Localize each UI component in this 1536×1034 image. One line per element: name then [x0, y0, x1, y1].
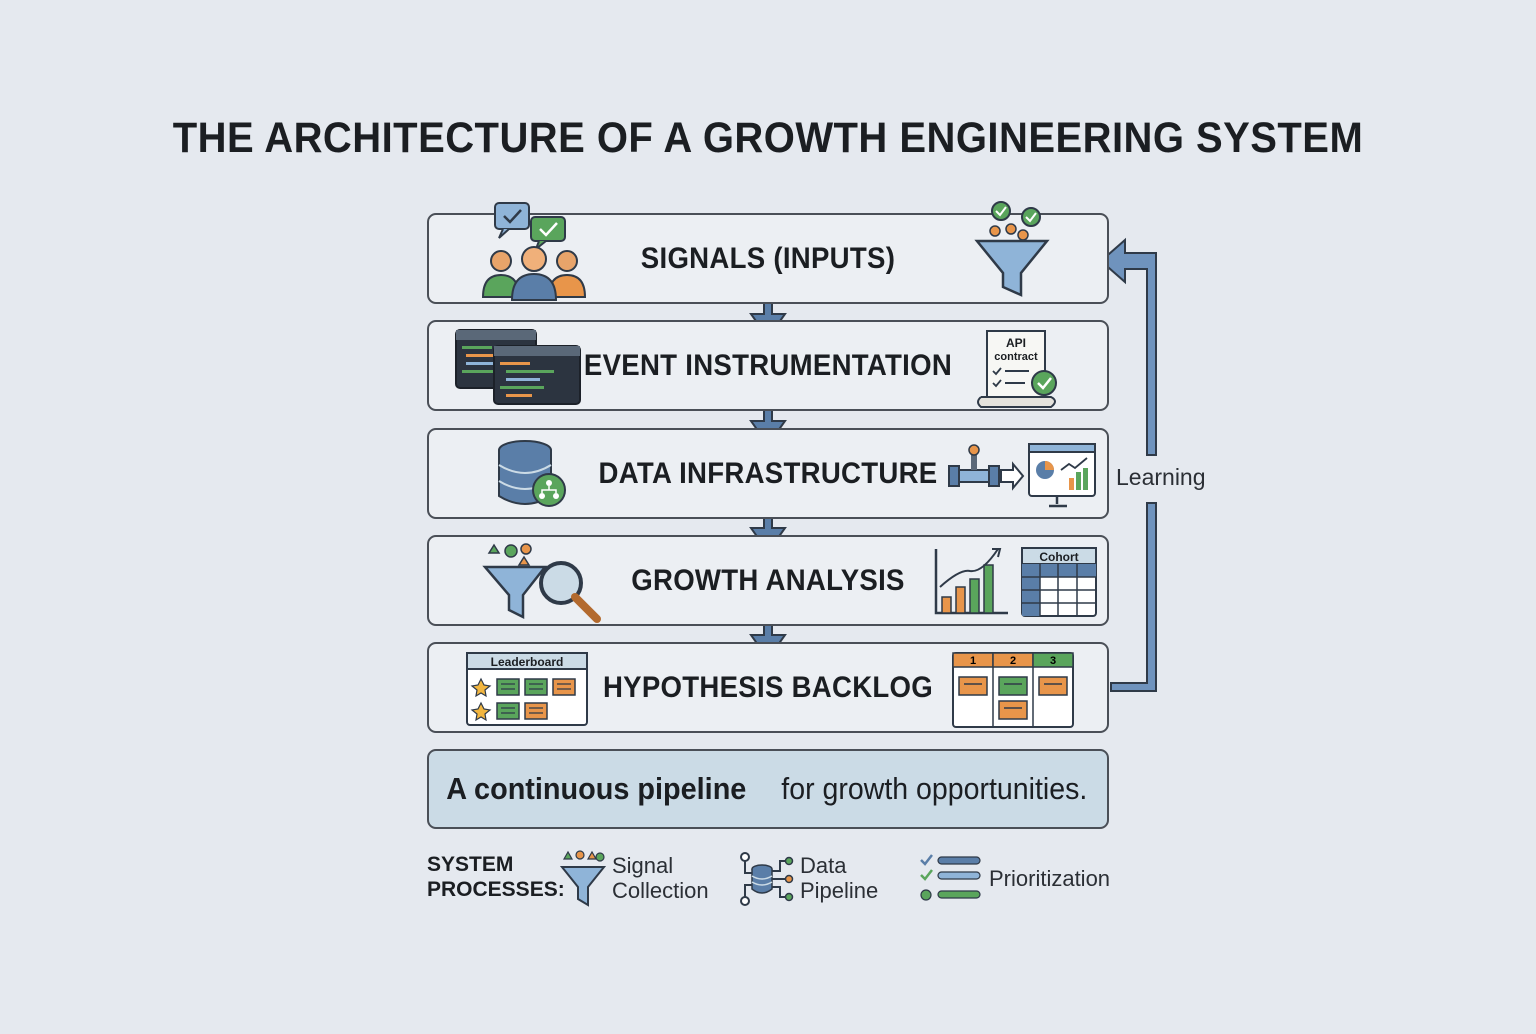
legend-item-data-pipeline: Data Pipeline [800, 853, 878, 903]
cohort-label: Cohort [1039, 550, 1078, 564]
kanban-col-3: 3 [1050, 655, 1056, 667]
kanban-board-icon: 1 2 3 [952, 652, 1074, 728]
legend-label-line: Prioritization [989, 866, 1111, 891]
funnel-search-icon [482, 543, 601, 623]
legend-heading-line: SYSTEM [427, 853, 514, 876]
stage-label: DATA INFRASTRUCTURE [598, 456, 938, 490]
stage-signals: SIGNALS (INPUTS) [427, 201, 1109, 304]
legend-checklist-icon [920, 854, 981, 901]
legend-heading-line: PROCESSES: [427, 878, 565, 901]
tagline-strong: A continuous pipeline [446, 771, 747, 806]
cohort-table-icon: Cohort [1021, 547, 1097, 617]
legend-funnel-icon [560, 850, 606, 907]
kanban-col-1: 1 [970, 655, 976, 667]
page-title: THE ARCHITECTURE OF A GROWTH ENGINEERING… [172, 114, 1364, 162]
stage-hypothesis-backlog: HYPOTHESIS BACKLOG Leaderboard 1 2 3 [427, 642, 1109, 733]
kanban-col-2: 2 [1010, 655, 1016, 667]
stage-event-instrumentation: EVENT INSTRUMENTATION API contract [427, 320, 1109, 411]
code-editor-icon [455, 329, 581, 405]
bar-chart-icon [934, 548, 1008, 615]
stage-label: GROWTH ANALYSIS [631, 563, 905, 597]
tagline: A continuous pipeline for growth opportu… [427, 749, 1109, 829]
legend-label-line: Collection [612, 878, 709, 903]
stage-label: HYPOTHESIS BACKLOG [602, 670, 934, 704]
stage-label: EVENT INSTRUMENTATION [583, 348, 953, 382]
legend-item-prioritization: Prioritization [989, 866, 1110, 891]
legend-label-line: Signal [612, 853, 674, 878]
leaderboard-icon: Leaderboard [466, 652, 588, 726]
legend-data-pipeline-icon [740, 852, 794, 906]
feedback-loop-label: Learning [1116, 464, 1206, 490]
api-contract-icon: API contract [977, 330, 1057, 408]
funnel-icon [974, 201, 1050, 297]
legend-heading: SYSTEM PROCESSES: [427, 852, 565, 902]
stage-data-infrastructure: DATA INFRASTRUCTURE [427, 428, 1109, 519]
stage-growth-analysis: GROWTH ANALYSIS Cohort [427, 535, 1109, 626]
api-label: API [1006, 336, 1026, 350]
legend-item-signal-collection: Signal Collection [612, 853, 709, 903]
tagline-rest: for growth opportunities. [781, 771, 1088, 806]
leaderboard-label: Leaderboard [491, 655, 564, 669]
database-icon [498, 440, 566, 507]
legend-label-line: Pipeline [800, 878, 879, 903]
users-feedback-icon [481, 202, 587, 301]
legend-label-line: Data [800, 853, 847, 878]
pipeline-dashboard-icon [948, 443, 1096, 508]
stage-label: SIGNALS (INPUTS) [640, 241, 896, 275]
contract-label: contract [994, 351, 1038, 363]
